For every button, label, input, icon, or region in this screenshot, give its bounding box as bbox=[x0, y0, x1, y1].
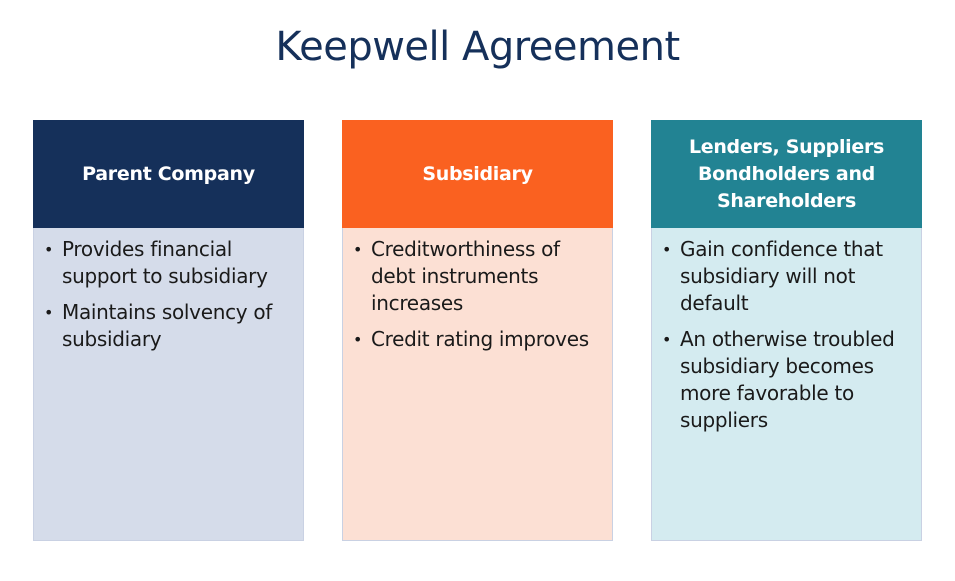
bullet-item: Gain confidence that subsidiary will not… bbox=[660, 236, 913, 317]
column-header: Subsidiary bbox=[342, 120, 613, 228]
column-body: Creditworthiness of debt instruments inc… bbox=[342, 228, 613, 541]
bullet-item: Creditworthiness of debt instruments inc… bbox=[351, 236, 604, 317]
bullet-list: Gain confidence that subsidiary will not… bbox=[660, 236, 913, 434]
column-header: Lenders, Suppliers Bondholders and Share… bbox=[651, 120, 922, 228]
column-header: Parent Company bbox=[33, 120, 304, 228]
bullet-list: Creditworthiness of debt instruments inc… bbox=[351, 236, 604, 353]
bullet-item: Provides financial support to subsidiary bbox=[42, 236, 295, 290]
column-stakeholders: Lenders, Suppliers Bondholders and Share… bbox=[651, 120, 922, 541]
bullet-list: Provides financial support to subsidiary… bbox=[42, 236, 295, 353]
column-body: Provides financial support to subsidiary… bbox=[33, 228, 304, 541]
bullet-item: An otherwise troubled subsidiary becomes… bbox=[660, 326, 913, 434]
bullet-item: Maintains solvency of subsidiary bbox=[42, 299, 295, 353]
bullet-item: Credit rating improves bbox=[351, 326, 604, 353]
column-subsidiary: Subsidiary Creditworthiness of debt inst… bbox=[342, 120, 613, 541]
column-parent-company: Parent Company Provides financial suppor… bbox=[33, 120, 304, 541]
diagram-title: Keepwell Agreement bbox=[275, 24, 680, 70]
column-body: Gain confidence that subsidiary will not… bbox=[651, 228, 922, 541]
